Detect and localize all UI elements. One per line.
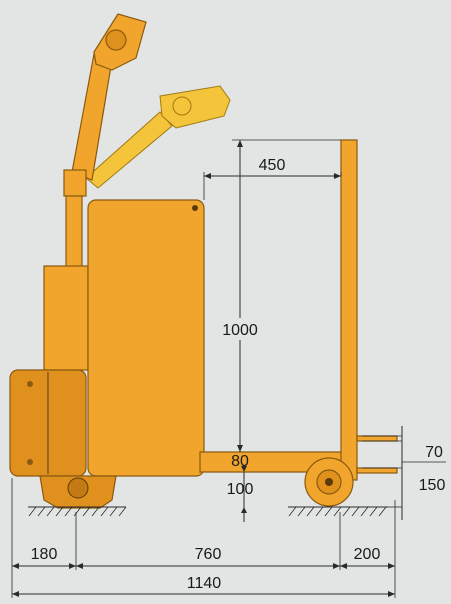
forks	[356, 435, 398, 474]
ground-hatch-tick	[315, 506, 324, 517]
drive-unit	[9, 265, 89, 477]
ground-hatch-tick	[288, 506, 297, 517]
label-front-overhang: 200	[354, 546, 381, 563]
ground-hatch-tick	[306, 506, 315, 517]
label-chassis-length: 760	[195, 546, 222, 563]
label-rear-overhang: 180	[31, 546, 58, 563]
label-total-length: 1140	[187, 575, 222, 592]
ground-hatch-tick	[360, 506, 369, 517]
label-mast-width: 450	[259, 157, 286, 174]
ground-hatch-tick	[91, 506, 100, 517]
ground-hatch-tick	[64, 506, 73, 517]
ground-hatch-tick	[82, 506, 91, 517]
ground-hatch-tick	[55, 506, 64, 517]
dim-ground-clearance: 100	[227, 466, 254, 522]
ground-hatch-tick	[342, 506, 351, 517]
label-mast-height: 1000	[222, 322, 258, 339]
tiller-handle-alternate	[85, 85, 231, 189]
ground-hatch-tick	[333, 506, 342, 517]
dim-mast-height: 1000	[214, 139, 341, 452]
ground-hatch-tick	[297, 506, 306, 517]
ground-hatch-tick	[73, 506, 82, 517]
ground-hatch-tick	[324, 506, 333, 517]
ground-hatch-tick	[37, 506, 46, 517]
ground-hatch-tick	[109, 506, 118, 517]
steering-column	[65, 195, 83, 277]
ground-hatch-tick	[28, 506, 37, 517]
ground-hatch-tick	[100, 506, 109, 517]
label-fork-thickness: 70	[425, 444, 443, 461]
mast	[340, 139, 358, 481]
ground-hatching	[28, 506, 388, 517]
label-fork-clearance: 80	[231, 453, 249, 470]
load-wheel	[304, 457, 354, 507]
ground-hatch-tick	[369, 506, 378, 517]
dim-bottom: 180 760 200 1140	[11, 478, 396, 598]
tiller-handle	[63, 13, 147, 197]
ground-hatch-tick	[351, 506, 360, 517]
battery-hood	[87, 199, 205, 477]
dim-mast-width: 450	[203, 157, 342, 200]
ground-hatch-tick	[118, 506, 127, 517]
drive-wheel	[39, 475, 117, 509]
label-fork-lift: 150	[419, 477, 446, 494]
hood-latch	[192, 205, 198, 211]
ground-hatch-tick	[378, 506, 387, 517]
dim-fork-right: 70 150	[362, 426, 446, 520]
label-ground-clearance: 100	[227, 481, 254, 498]
ground-hatch-tick	[46, 506, 55, 517]
